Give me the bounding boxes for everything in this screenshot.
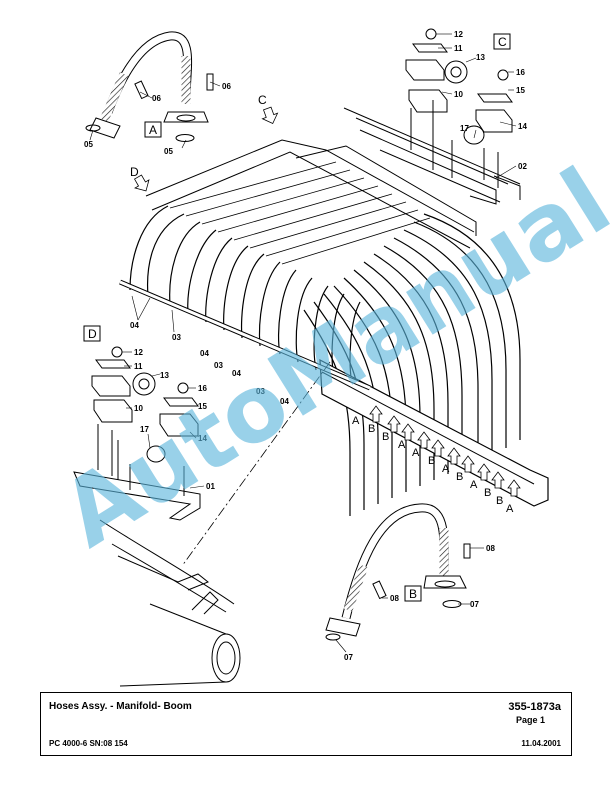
- boom-cylinder-section: [99, 519, 241, 687]
- detail-d-clamp-assembly: [73, 346, 201, 521]
- machine-model: PC 4000-6 SN:08 154: [49, 739, 128, 748]
- port-label: B: [484, 487, 491, 499]
- manifold-hose-bundle: [119, 139, 549, 516]
- port-label: A: [506, 503, 514, 515]
- revision-date: 11.04.2001: [521, 739, 561, 748]
- view-label-box-c: C: [493, 33, 511, 50]
- port-labels: A B B A A B A B A B B A: [352, 415, 514, 515]
- part-number: 17: [140, 425, 149, 434]
- part-number: 15: [198, 402, 207, 411]
- view-label-box-a: A: [144, 121, 162, 138]
- part-number: 04: [280, 397, 289, 406]
- view-label-box-d: D: [83, 325, 101, 342]
- port-label: B: [382, 431, 389, 443]
- port-label: B: [496, 495, 503, 507]
- part-number: 04: [200, 349, 209, 358]
- view-label-box-b: B: [404, 585, 422, 602]
- part-number: 10: [454, 90, 463, 99]
- part-number: 08: [486, 544, 495, 553]
- part-number: 10: [134, 404, 143, 413]
- part-number: 03: [172, 333, 181, 342]
- part-number: 06: [152, 94, 161, 103]
- port-label: A: [442, 463, 450, 475]
- part-number: 04: [232, 369, 241, 378]
- arrow-label-d: D: [130, 165, 139, 179]
- view-label-d: D: [88, 327, 97, 341]
- port-label: A: [398, 439, 406, 451]
- part-number: 12: [134, 348, 143, 357]
- detail-b-hose-assembly: [325, 503, 471, 641]
- view-label-a: A: [149, 123, 157, 137]
- part-number: 03: [256, 387, 265, 396]
- port-label: B: [428, 455, 435, 467]
- arrow-label-c: C: [258, 93, 267, 107]
- part-number: 07: [470, 600, 479, 609]
- title-block: Hoses Assy. - Manifold- Boom PC 4000-6 S…: [40, 692, 572, 756]
- page-number: Page 1: [515, 715, 545, 725]
- part-number: 05: [164, 147, 173, 156]
- part-number: 14: [198, 434, 207, 443]
- part-number: 01: [206, 482, 215, 491]
- part-number: 04: [130, 321, 139, 330]
- port-arrows: [369, 405, 521, 497]
- document-number: 355-1873a: [508, 701, 561, 713]
- view-label-b: B: [409, 587, 417, 601]
- leader-line: [181, 361, 331, 567]
- part-number: 15: [516, 86, 525, 95]
- leader-lines: [89, 33, 517, 653]
- detail-c-clamp-assembly: [405, 28, 513, 188]
- view-arrow-c: [261, 106, 279, 125]
- part-number: 06: [222, 82, 231, 91]
- part-number: 17: [460, 124, 469, 133]
- part-number: 02: [518, 162, 527, 171]
- part-number: 13: [160, 371, 169, 380]
- part-number: 16: [516, 68, 525, 77]
- port-label: A: [352, 415, 360, 427]
- drawing-title: Hoses Assy. - Manifold- Boom: [49, 701, 192, 712]
- port-label: B: [368, 423, 375, 435]
- port-label: A: [470, 479, 478, 491]
- boom-bracket-02: [343, 107, 521, 205]
- part-number: 11: [454, 44, 463, 53]
- view-arrow-d: [133, 174, 150, 192]
- view-label-c: C: [498, 35, 507, 49]
- watermark-text: AutoManual: [44, 148, 612, 568]
- part-number: 12: [454, 30, 463, 39]
- port-label: B: [456, 471, 463, 483]
- part-number: 13: [476, 53, 485, 62]
- part-number: 03: [214, 361, 223, 370]
- part-number: 14: [518, 122, 527, 131]
- part-number: 16: [198, 384, 207, 393]
- part-number: 11: [134, 362, 143, 371]
- part-number: 08: [390, 594, 399, 603]
- part-number-labels: 06 06 05 05 12 11 13 10 16 15 14 17 02 0…: [84, 30, 527, 662]
- port-label: A: [412, 447, 420, 459]
- part-number: 05: [84, 140, 93, 149]
- part-number: 07: [344, 653, 353, 662]
